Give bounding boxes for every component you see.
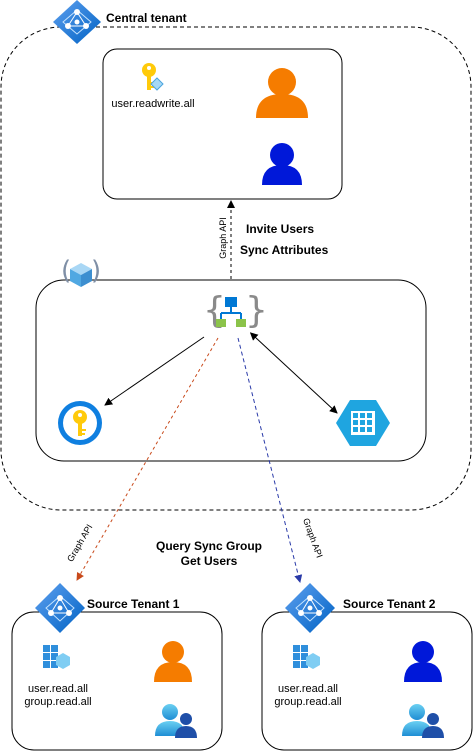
source-2-group-icon — [402, 704, 444, 738]
invite-users-label: Invite Users — [246, 222, 315, 236]
storage-table-icon — [336, 400, 390, 446]
query-sync-group-label: Query Sync Group — [155, 539, 263, 553]
graph-api-label-central: Graph API — [217, 217, 228, 259]
source-2-permission-group: group.read.all — [274, 696, 342, 708]
source-2-app-registration-icon — [293, 645, 320, 669]
source-1-permission-group: group.read.all — [24, 696, 92, 708]
source-1-group-icon — [155, 704, 197, 738]
source-1-permission-user: user.read.all — [28, 683, 88, 695]
graph-api-arrow-source-1 — [76, 337, 219, 581]
sync-function-box — [35, 279, 427, 462]
logic-app-icon: { } — [203, 290, 268, 331]
central-tenant-title: Central tenant — [106, 11, 187, 25]
guest-user-icon — [256, 68, 308, 118]
central-tenant-boundary — [0, 26, 472, 511]
app-key-icon — [142, 63, 164, 91]
sync-attributes-label: Sync Attributes — [240, 243, 329, 257]
svg-text:}: } — [245, 290, 268, 331]
svg-text:): ) — [91, 256, 101, 286]
source-2-user-icon — [404, 641, 442, 682]
arrow-to-storage-table — [249, 332, 338, 414]
entra-id-icon — [53, 0, 101, 44]
source-tenant-1-title: Source Tenant 1 — [87, 597, 180, 611]
source-1-entra-id-icon — [35, 583, 85, 633]
source-tenant-2-title: Source Tenant 2 — [343, 597, 436, 611]
central-directory-box — [102, 48, 343, 200]
arrow-to-key-vault — [104, 336, 205, 406]
central-permission-label: user.readwrite.all — [111, 98, 195, 110]
source-2-permission-user: user.read.all — [278, 683, 338, 695]
resource-group-icon: ( ) — [61, 256, 101, 287]
svg-text:(: ( — [61, 256, 71, 286]
source-2-entra-id-icon — [285, 583, 335, 633]
member-user-icon — [262, 143, 302, 185]
source-1-app-registration-icon — [43, 645, 70, 669]
source-1-user-icon — [154, 641, 192, 682]
get-users-label: Get Users — [180, 554, 238, 568]
key-vault-icon — [58, 401, 102, 445]
